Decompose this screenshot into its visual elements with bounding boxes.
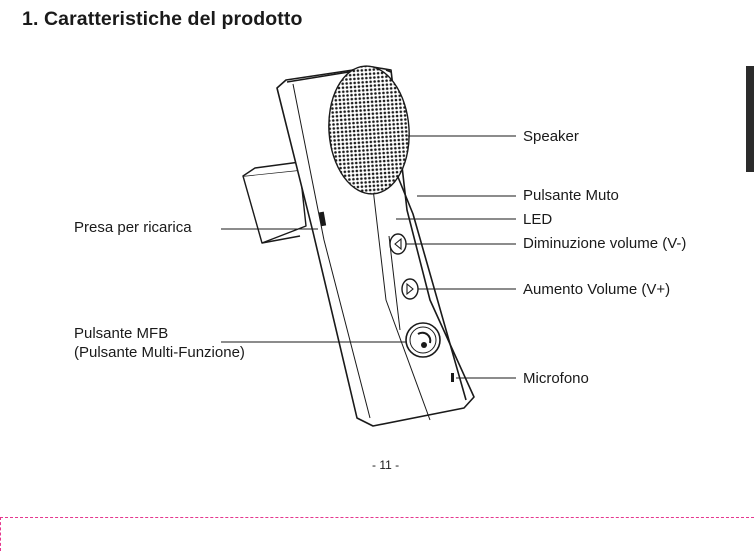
speaker-grille: [328, 65, 410, 195]
visor-clip: [242, 161, 307, 244]
section-title: 1. Caratteristiche del prodotto: [22, 8, 303, 30]
volume-up-label: Aumento Volume (V+): [523, 281, 671, 298]
leader-lines: [221, 135, 516, 379]
volume-down-label: Diminuzione volume (V-): [523, 235, 687, 252]
dashed-cut-line: [0, 517, 754, 518]
led-label: LED: [523, 211, 553, 228]
section-tab-marker: [746, 66, 754, 172]
mfb-button-graphic: [405, 322, 441, 358]
mute-button-label: Pulsante Muto: [523, 187, 619, 204]
microphone-label: Microfono: [523, 370, 589, 387]
speaker-label: Speaker: [523, 128, 579, 145]
mfb-button-label: Pulsante MFB: [74, 325, 169, 342]
volume-down-button-graphic: [389, 233, 407, 255]
dashed-cut-line-side: [0, 517, 1, 551]
page-number: - 11 -: [372, 458, 400, 472]
mfb-button-description: (Pulsante Multi-Funzione): [74, 344, 245, 361]
charging-port-label: Presa per ricarica: [74, 219, 192, 236]
charging-port-slot: [318, 211, 327, 227]
microphone-hole: [451, 373, 454, 382]
volume-up-button-graphic: [401, 278, 419, 300]
